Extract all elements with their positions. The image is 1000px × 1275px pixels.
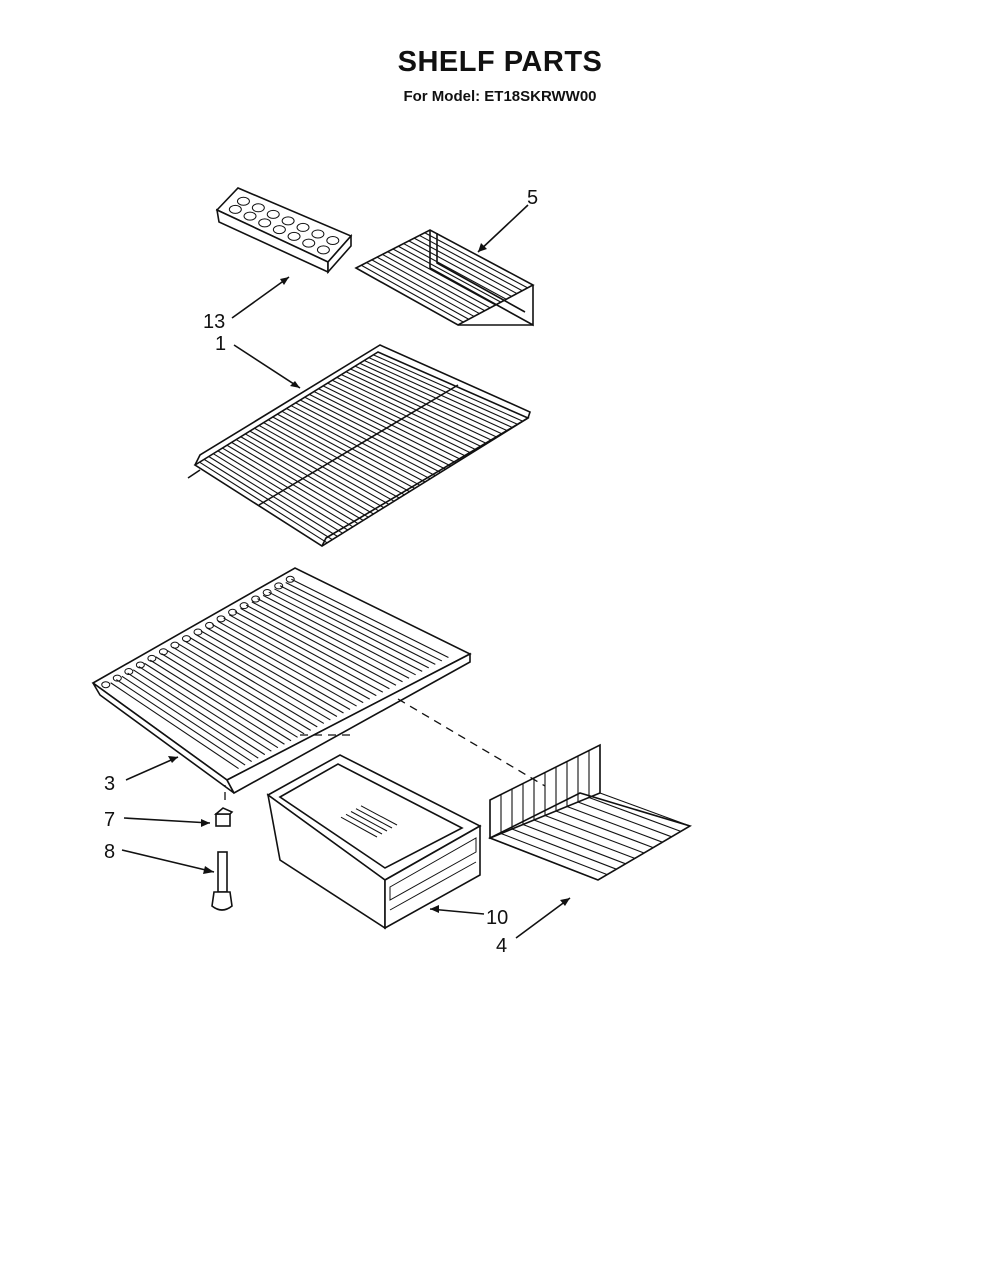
callout-10: 10 xyxy=(486,907,508,929)
callout-8: 8 xyxy=(104,841,115,863)
crisper-pan-part xyxy=(266,754,482,930)
callout-4: 4 xyxy=(496,935,507,957)
callout-13: 13 xyxy=(203,311,225,333)
ice-tray-part xyxy=(215,187,353,275)
large-wire-shelf-part xyxy=(187,344,531,547)
callout-3: 3 xyxy=(104,773,115,795)
model-subtitle: For Model: ET18SKRWW00 xyxy=(403,88,597,105)
callout-7: 7 xyxy=(104,809,115,831)
callout-5: 5 xyxy=(527,187,538,209)
callout-1: 1 xyxy=(215,333,226,355)
small-wire-shelf-part xyxy=(354,229,535,327)
clip-part xyxy=(213,807,234,827)
crisper-cover-part xyxy=(91,567,472,795)
diagram-title: SHELF PARTS xyxy=(397,46,603,78)
wire-basket-part xyxy=(488,743,692,881)
support-rod-part xyxy=(211,851,233,911)
